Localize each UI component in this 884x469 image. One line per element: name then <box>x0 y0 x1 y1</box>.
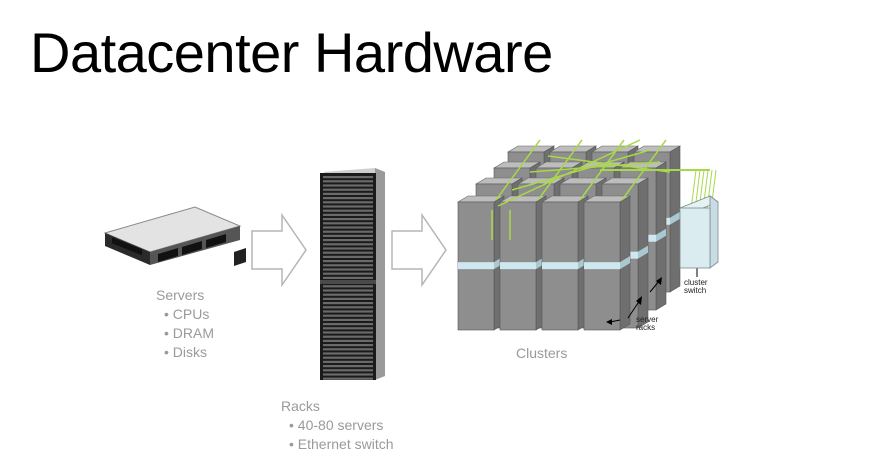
rack-slot <box>323 176 373 179</box>
rack-slot <box>323 293 373 296</box>
rack-slot <box>323 213 373 216</box>
rack-slot <box>323 201 373 204</box>
rack-slot <box>323 344 373 347</box>
rack-slot <box>323 243 373 246</box>
rack-slot <box>323 339 373 342</box>
rack-slot <box>323 289 373 292</box>
rack-slot <box>323 310 373 313</box>
rack-slot <box>323 360 373 363</box>
page-title: Datacenter Hardware <box>30 21 553 84</box>
racks-list: 40-80 servers Ethernet switch <box>281 416 394 454</box>
rack-slot <box>323 377 373 380</box>
clusters-label: Clusters <box>516 345 568 361</box>
rack-slot <box>323 234 373 237</box>
rack-slot <box>323 226 373 229</box>
server-racks-label: server <box>636 315 659 324</box>
rack-slot <box>323 230 373 233</box>
cluster-switch-label: switch <box>684 286 706 295</box>
server-rack <box>456 195 506 331</box>
rack-slot <box>323 239 373 242</box>
rack-slot <box>323 327 373 330</box>
rack-slot <box>323 356 373 359</box>
rack-slot <box>323 314 373 317</box>
rack-slot <box>323 306 373 309</box>
rack-slot <box>323 348 373 351</box>
server-racks-label: racks <box>636 323 655 332</box>
rack-slot <box>323 184 373 187</box>
racks-caption: Racks 40-80 servers Ethernet switch <box>281 397 394 454</box>
server-image <box>103 206 246 266</box>
list-item: CPUs <box>164 305 214 324</box>
servers-list: CPUs DRAM Disks <box>156 305 214 362</box>
rack-slot <box>323 222 373 225</box>
rack-slot <box>323 209 373 212</box>
rack-slot <box>323 268 373 271</box>
rack-slot <box>323 180 373 183</box>
rack-slot <box>323 331 373 334</box>
rack-slot <box>323 365 373 368</box>
cluster-switch <box>679 195 719 269</box>
list-item: 40-80 servers <box>289 416 394 435</box>
list-item: Disks <box>164 343 214 362</box>
rack-slot <box>323 247 373 250</box>
server-rack <box>498 195 548 331</box>
rack-slot <box>323 276 373 279</box>
servers-label: Servers <box>156 287 205 303</box>
rack-slot <box>323 188 373 191</box>
arrow-servers-to-racks <box>251 212 307 288</box>
list-item: Ethernet switch <box>289 435 394 454</box>
rack-slot <box>323 264 373 267</box>
racks-label: Racks <box>281 398 320 414</box>
rack-slot <box>323 352 373 355</box>
rack-slot <box>323 369 373 372</box>
rack-slot <box>323 205 373 208</box>
rack-slot <box>323 318 373 321</box>
list-item: DRAM <box>164 324 214 343</box>
rack-slot <box>323 197 373 200</box>
rack-slot <box>323 323 373 326</box>
rack-slot <box>323 272 373 275</box>
rack-slot <box>323 192 373 195</box>
servers-caption: Servers CPUs DRAM Disks <box>156 286 214 362</box>
rack-slot <box>323 255 373 258</box>
rack-slot <box>323 373 373 376</box>
rack-slot <box>323 251 373 254</box>
server-rack <box>540 195 590 331</box>
rack-image <box>320 168 385 380</box>
rack-slot <box>323 297 373 300</box>
rack-slot <box>323 285 373 288</box>
rack-slot <box>323 218 373 221</box>
cluster-switch-label: cluster <box>684 278 708 287</box>
rack-slot <box>323 260 373 263</box>
server-rack <box>582 195 632 331</box>
rack-slot <box>323 302 373 305</box>
arrow-racks-to-clusters <box>391 212 447 288</box>
rack-slot <box>323 335 373 338</box>
